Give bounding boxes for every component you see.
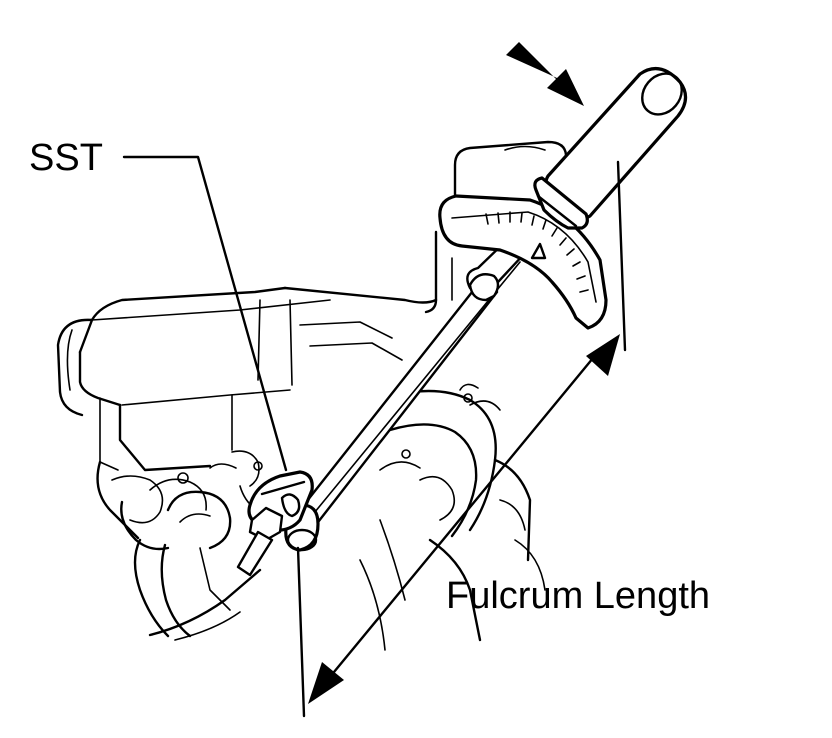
scale-plate bbox=[438, 194, 608, 330]
fulcrum-dimension bbox=[296, 160, 627, 718]
sst-tool bbox=[236, 470, 314, 577]
engine-background bbox=[56, 140, 568, 651]
dimension-arrow-lower-icon bbox=[308, 662, 344, 704]
torque-wrench bbox=[283, 66, 688, 552]
scale-ticks bbox=[485, 211, 589, 293]
dimension-arrow-upper-icon bbox=[586, 334, 620, 376]
sst-label: SST bbox=[29, 137, 103, 179]
force-arrow-icon bbox=[506, 42, 584, 106]
sst-leader-line bbox=[122, 155, 288, 472]
fulcrum-length-label: Fulcrum Length bbox=[446, 575, 711, 617]
